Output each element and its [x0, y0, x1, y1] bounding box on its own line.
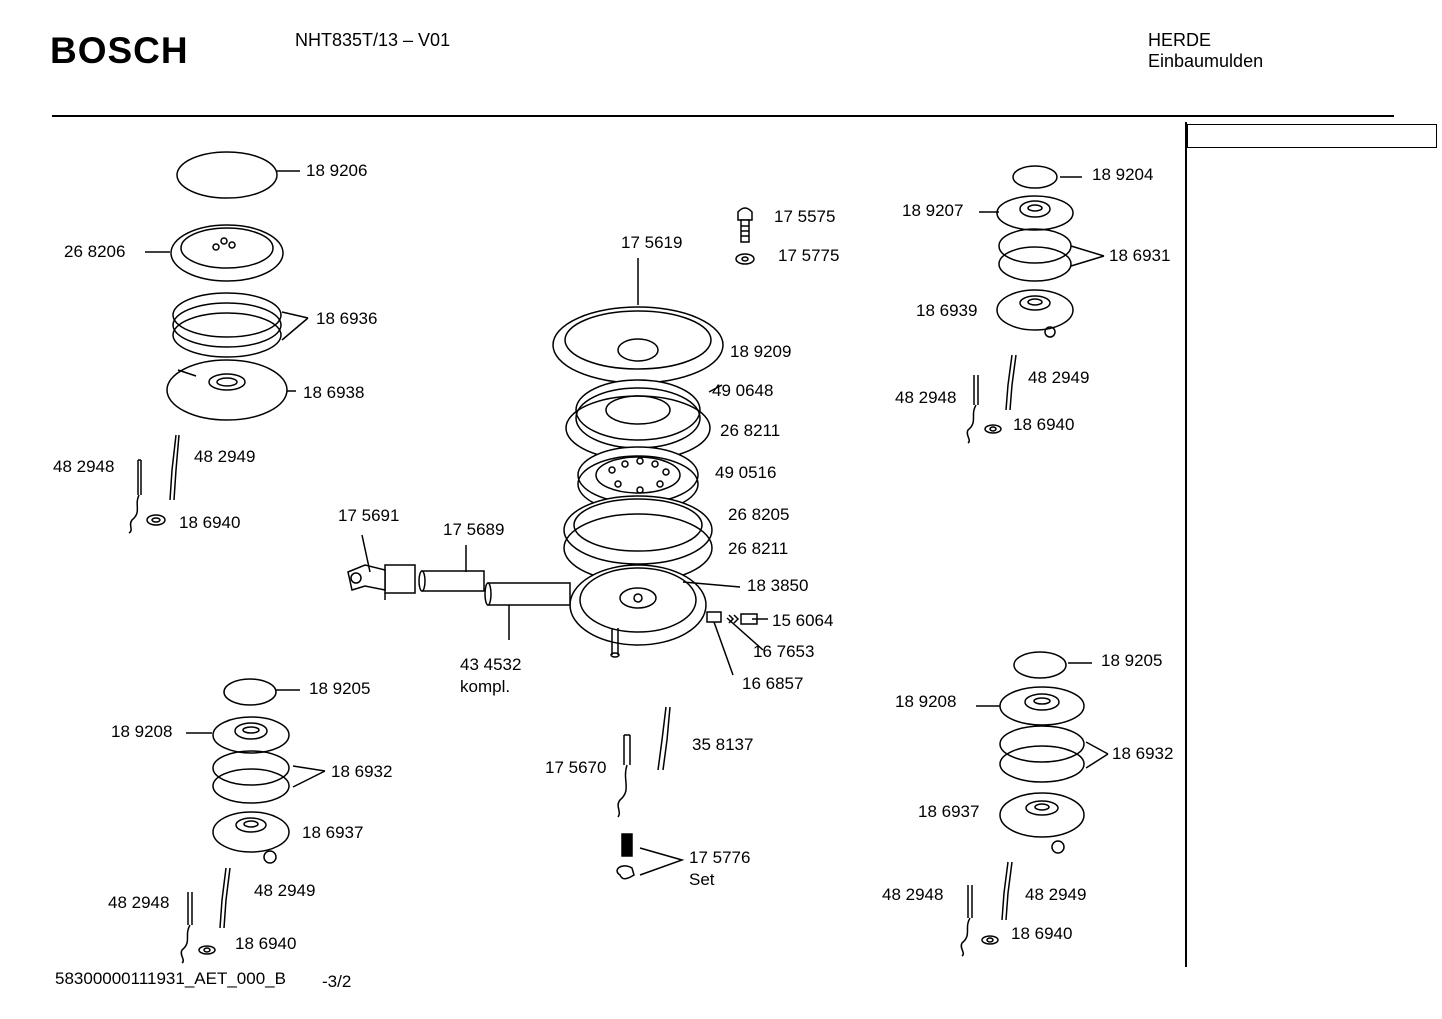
part-label: 18 9208 [111, 722, 173, 741]
part-label: 49 0648 [712, 381, 774, 400]
part-label: 18 9208 [895, 692, 957, 711]
brand-logo: BOSCH [50, 30, 189, 71]
part-label: 48 2949 [1028, 368, 1090, 387]
page-number: -3/2 [322, 972, 352, 991]
header-divider [52, 115, 1394, 117]
part-label: 18 6938 [303, 383, 365, 402]
part-label: 48 2948 [882, 885, 944, 904]
side-divider [1185, 122, 1187, 967]
part-note: Set [689, 870, 715, 889]
part-label: 18 6940 [1011, 924, 1073, 943]
part-label: 35 8137 [692, 735, 754, 754]
part-label: 48 2949 [1025, 885, 1087, 904]
part-label: 17 5776 [689, 848, 751, 867]
part-label: 26 8205 [728, 505, 790, 524]
part-label: 18 3850 [747, 576, 809, 595]
part-label: 18 9205 [309, 679, 371, 698]
part-label: 17 5670 [545, 758, 607, 777]
category-subtitle: Einbaumulden [1148, 51, 1264, 71]
part-label: 48 2948 [108, 893, 170, 912]
part-label: 18 6931 [1109, 246, 1171, 265]
part-label: 18 9205 [1101, 651, 1163, 670]
part-label: 48 2949 [254, 881, 316, 900]
part-label: 18 6940 [235, 934, 297, 953]
burner-top-left [128, 151, 309, 534]
part-label: 17 5691 [338, 506, 400, 525]
part-label: 18 6936 [316, 309, 378, 328]
part-label: 18 9207 [902, 201, 964, 220]
part-label: 18 6940 [179, 513, 241, 532]
category-title: HERDE [1148, 30, 1212, 50]
burner-bottom-left [180, 678, 326, 964]
part-label: 26 8211 [720, 421, 781, 440]
burner-top-right [966, 165, 1105, 444]
side-panel-box [1187, 124, 1437, 148]
part-label: 48 2948 [895, 388, 957, 407]
model-number: NHT835T/13 – V01 [295, 30, 451, 50]
document-id: 58300000111931_AET_000_B [55, 969, 286, 988]
part-label: 16 7653 [753, 642, 815, 661]
part-label: 18 6932 [331, 762, 393, 781]
part-label: 43 4532 [460, 655, 522, 674]
part-label: 15 6064 [772, 611, 834, 630]
part-label: 18 6932 [1112, 744, 1174, 763]
part-label: 18 6940 [1013, 415, 1075, 434]
part-label: 26 8211 [728, 539, 789, 558]
part-label: 18 9206 [306, 161, 368, 180]
part-label: 17 5619 [621, 233, 683, 252]
part-label: 18 6937 [918, 802, 980, 821]
part-label: 18 6937 [302, 823, 364, 842]
part-label: 49 0516 [715, 463, 777, 482]
part-label: 18 6939 [916, 301, 978, 320]
part-label: 18 9204 [1092, 165, 1154, 184]
burner-center [347, 207, 768, 880]
part-label: 26 8206 [64, 242, 126, 261]
part-label: 48 2948 [53, 457, 115, 476]
part-label: 16 6857 [742, 674, 804, 693]
part-note: kompl. [460, 677, 511, 696]
part-label: 17 5775 [778, 246, 840, 265]
burner-bottom-right [960, 651, 1109, 957]
part-label: 17 5689 [443, 520, 505, 539]
part-label: 17 5575 [774, 207, 836, 226]
part-label: 18 9209 [730, 342, 792, 361]
part-label: 48 2949 [194, 447, 256, 466]
